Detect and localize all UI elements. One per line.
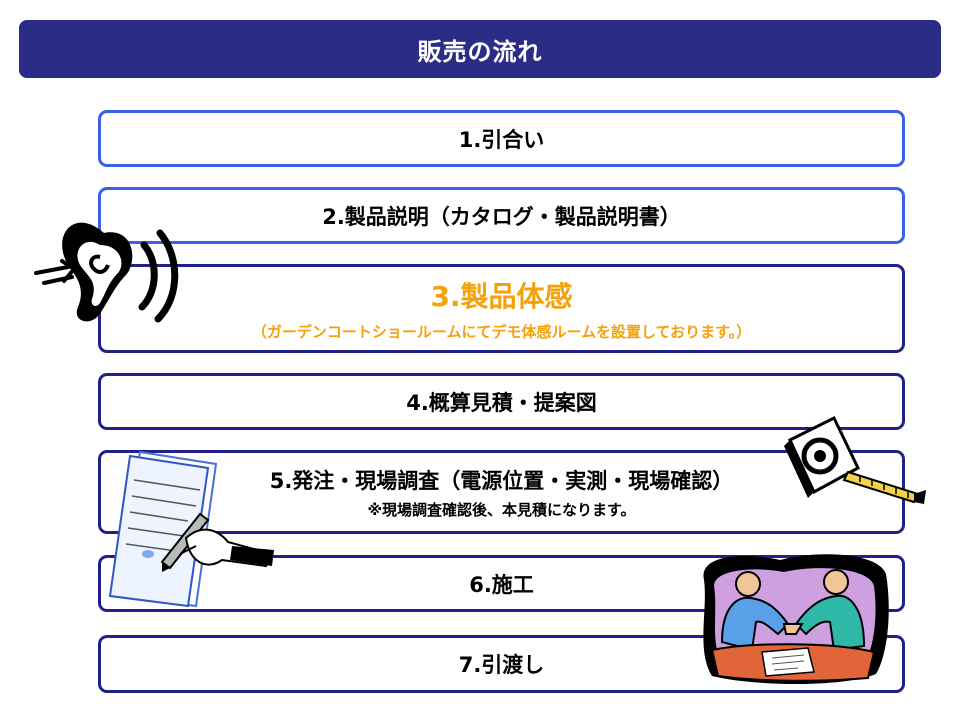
ear-icon — [34, 222, 179, 323]
step-label: 1.引合い — [458, 127, 545, 152]
step-2-product-explanation: 2.製品説明（カタログ・製品説明書） — [98, 187, 905, 244]
step-label: 2.製品説明（カタログ・製品説明書） — [322, 204, 681, 229]
step-1-inquiry: 1.引合い — [98, 110, 905, 167]
step-label: 7.引渡し — [458, 653, 545, 677]
step-5-order-survey: 5.発注・現場調査（電源位置・実測・現場確認） ※現場調査確認後、本見積になりま… — [98, 450, 905, 534]
step-label: 6.施工 — [469, 572, 534, 597]
step-3-product-experience: 3.製品体感 （ガーデンコートショールームにてデモ体感ルームを設置しております。… — [98, 264, 905, 353]
step-label: 3.製品体感 — [430, 280, 573, 313]
step-4-estimate: 4.概算見積・提案図 — [98, 373, 905, 430]
tape-measure-icon — [784, 415, 926, 504]
step-note: （ガーデンコートショールームにてデモ体感ルームを設置しております。） — [251, 323, 752, 341]
signing-document-icon — [108, 450, 274, 608]
step-label: 4.概算見積・提案図 — [406, 390, 597, 415]
handshake-meeting-icon — [703, 554, 889, 684]
step-note: ※現場調査確認後、本見積になります。 — [367, 500, 636, 519]
step-label: 5.発注・現場調査（電源位置・実測・現場確認） — [269, 468, 734, 493]
title-bar: 販売の流れ — [19, 20, 941, 78]
page-title: 販売の流れ — [417, 37, 543, 66]
